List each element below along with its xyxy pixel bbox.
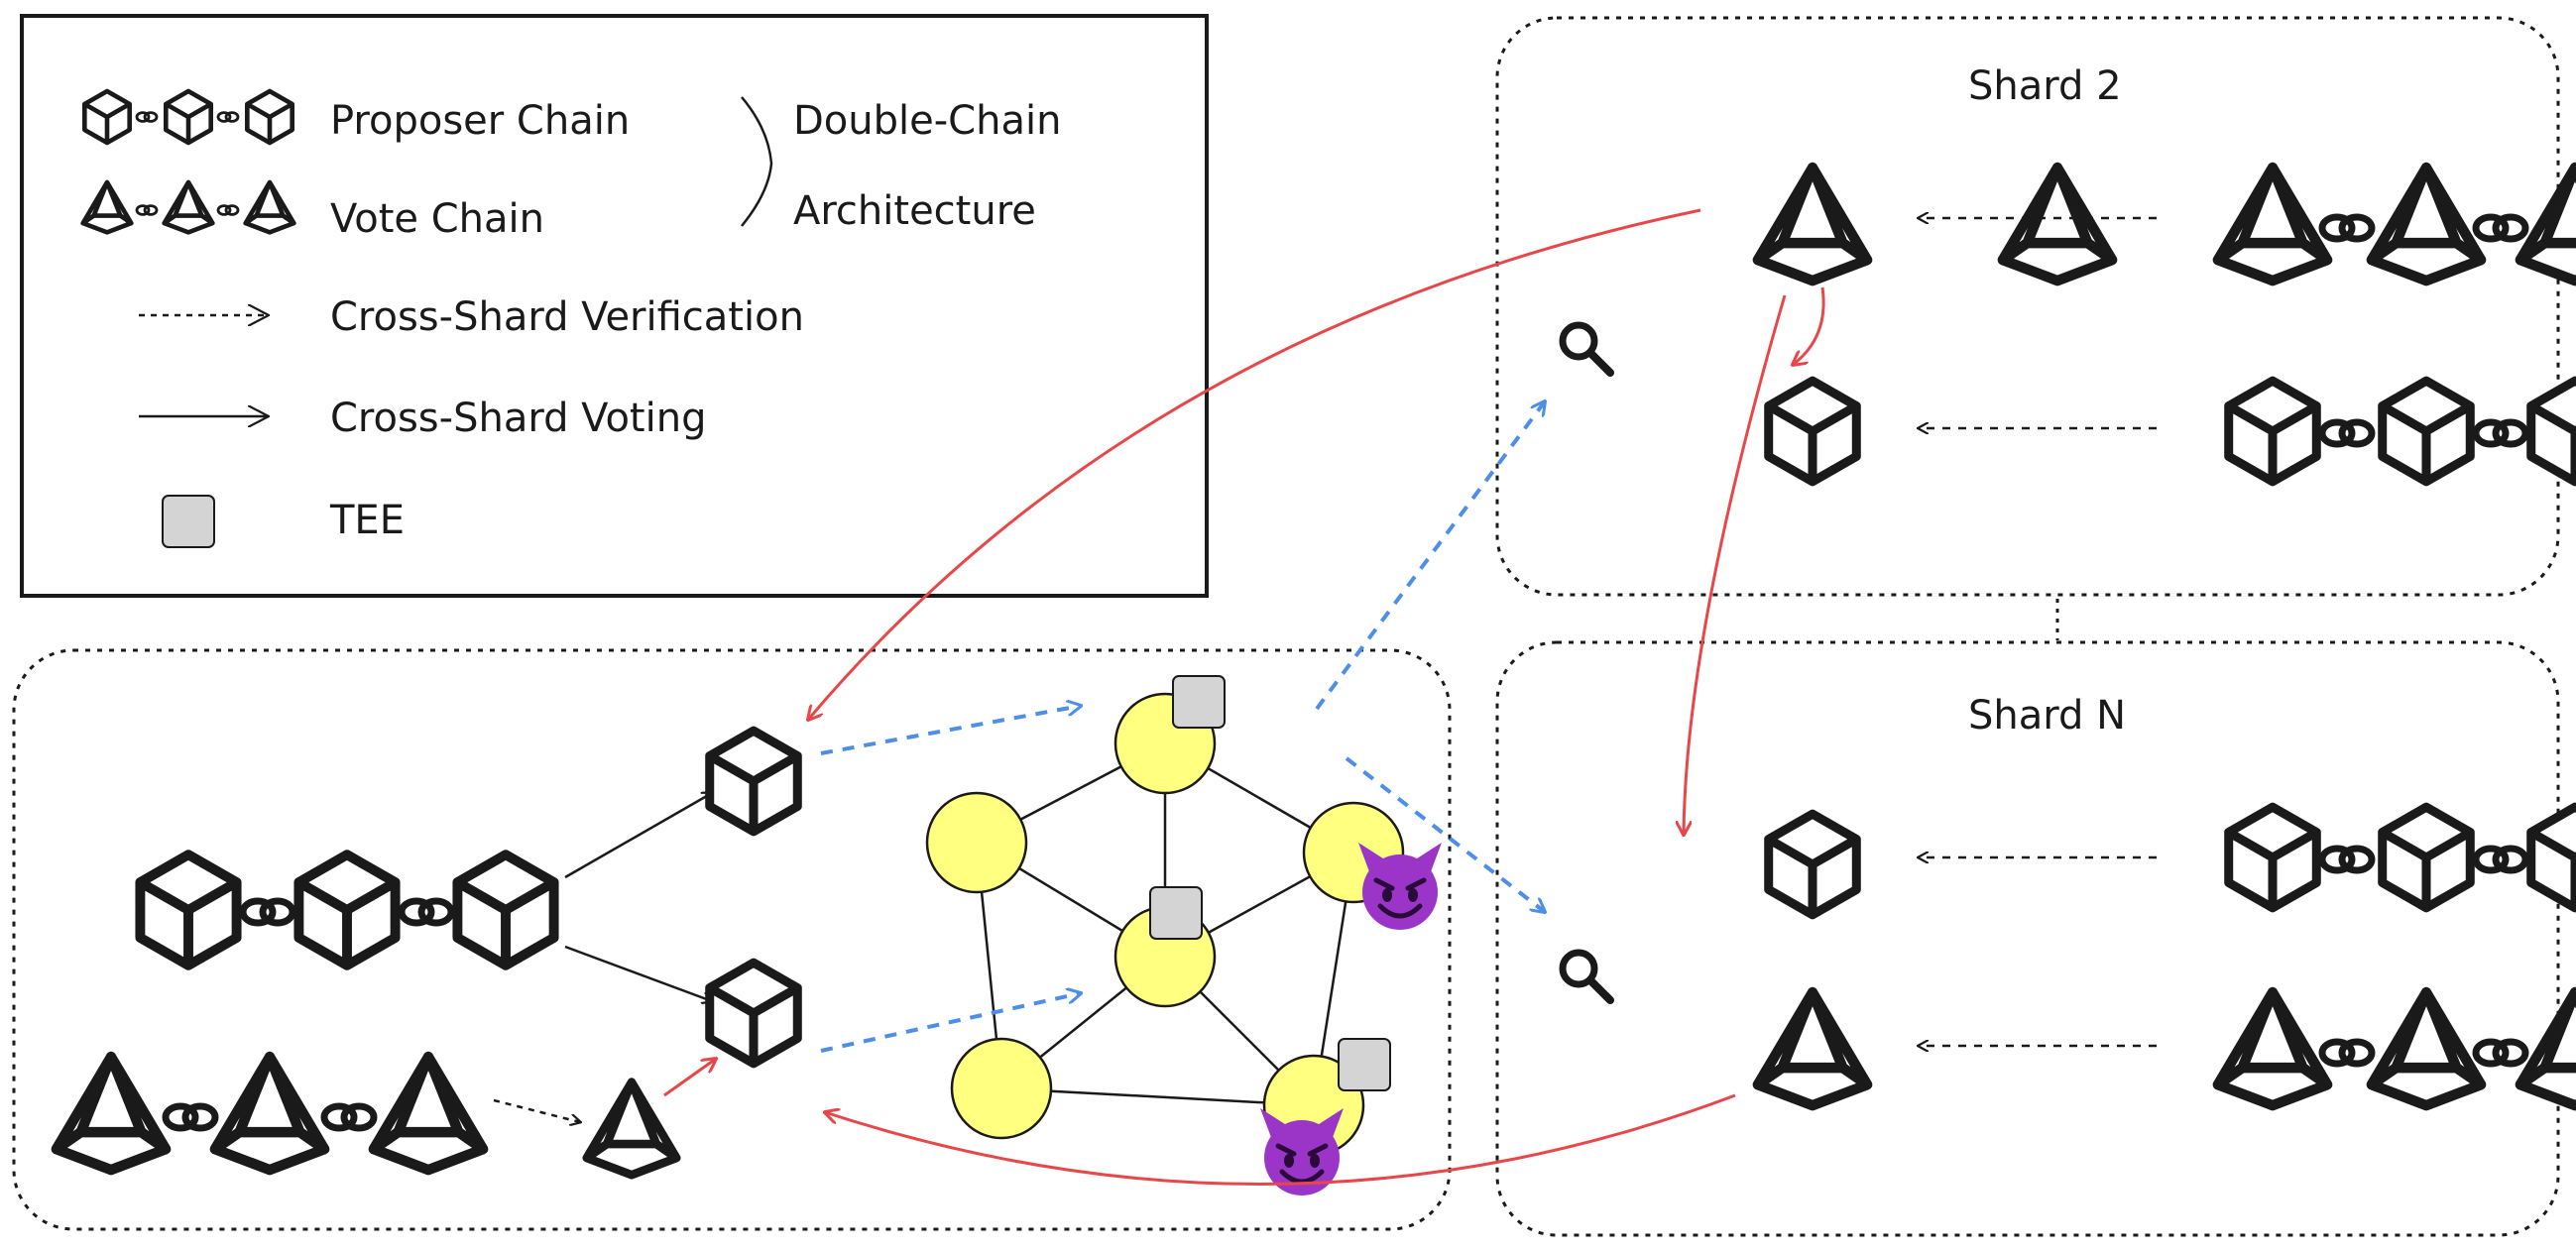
legend-vote-chain-label: Vote Chain: [330, 196, 544, 242]
legend-tee-label: TEE: [329, 498, 405, 543]
shard-n-vote-chain: [1758, 992, 2576, 1105]
local-vote-block-icon: [587, 1082, 676, 1176]
local-proposer-chain: [140, 854, 553, 966]
chain-link-icon: [324, 1106, 374, 1128]
pyramid-icon: [1758, 992, 1867, 1105]
tee-square-icon: [1338, 1038, 1391, 1091]
verification-arrow-lower: [820, 993, 1081, 1053]
pyramid-icon: [374, 1057, 483, 1170]
shard-2-vote-block-icon: [1758, 168, 1867, 281]
chain-link-icon: [2476, 1042, 2525, 1064]
chain-link-icon: [2322, 1042, 2372, 1064]
vote-to-proposer-red-arrow: [663, 1059, 716, 1097]
legend-frame: [20, 14, 1209, 598]
tee-square-icon: [1172, 675, 1226, 729]
committee-node: [925, 791, 1028, 894]
cube-icon: [1769, 814, 1857, 915]
cube-icon: [457, 854, 553, 966]
cube-icon: [2229, 381, 2317, 482]
chain-link-icon: [2476, 422, 2525, 444]
devil-face-icon: [1358, 843, 1442, 930]
chain-link-icon: [2322, 849, 2372, 870]
local-shard-box: [12, 648, 1452, 1231]
local-proposer-block-b-icon: [710, 963, 798, 1064]
cube-icon: [2383, 381, 2471, 482]
legend-proposer-chain-label: Proposer Chain: [330, 98, 630, 144]
legend-brace: [741, 96, 773, 227]
cube-icon: [1769, 381, 1857, 482]
legend-tee-icon: [162, 495, 215, 548]
chain-link-icon: [243, 901, 293, 923]
chain-link-icon: [2476, 849, 2525, 870]
legend-double-chain-line1: Double-Chain: [793, 98, 1061, 144]
pyramid-icon: [2520, 168, 2576, 281]
shard-2-magnifier-icon: [1563, 325, 1610, 373]
legend-cross-shard-verification-label: Cross-Shard Verification: [330, 294, 804, 340]
shard-2-proposer-chain: [1769, 381, 2576, 482]
shard-2-box: [1495, 16, 2560, 597]
cube-icon: [2229, 807, 2317, 908]
chain-link-icon: [2322, 422, 2372, 444]
shard-n-box: [1495, 640, 2560, 1237]
local-proposer-block-a-icon: [710, 731, 798, 832]
committee-graph: [925, 675, 1442, 1195]
shard-n-magnifier-icon: [1563, 953, 1610, 1000]
cube-icon: [140, 854, 236, 966]
legend-cross-shard-voting-label: Cross-Shard Voting: [330, 396, 706, 441]
legend-double-chain-line2: Architecture: [793, 188, 1036, 234]
shard-2-to-shard-n-red-arrow: [1684, 294, 1787, 835]
legend: Proposer Chain Vote Chain Double-Chain A…: [20, 14, 1209, 598]
local-vote-chain: [57, 1057, 483, 1170]
tee-square-icon: [1149, 886, 1203, 940]
shard-2-title: Shard 2: [1968, 63, 2122, 109]
voting-arrow-upper: [564, 793, 712, 879]
chain-link-icon: [402, 901, 451, 923]
shard-2-to-local-red-arrow: [808, 208, 1701, 720]
shard-2-vote-to-proposer-red-arrow: [1793, 286, 1825, 365]
chain-link-icon: [2476, 217, 2525, 239]
committee-node: [950, 1037, 1053, 1140]
cube-icon: [2383, 807, 2471, 908]
shard-2-vote-chain: [2003, 168, 2576, 281]
pyramid-icon: [2372, 168, 2481, 281]
verification-arrow-upper: [820, 706, 1081, 755]
voting-arrow-lower: [564, 945, 712, 1001]
shard-n-title: Shard N: [1968, 693, 2126, 739]
cube-icon: [2531, 381, 2576, 482]
pyramid-icon: [2218, 992, 2327, 1105]
chain-link-icon: [2322, 217, 2372, 239]
shard-n-to-local-red-arrow: [825, 1093, 1736, 1186]
vote-chain-to-block-arrow: [493, 1098, 580, 1122]
pyramid-icon: [215, 1057, 324, 1170]
pyramid-icon: [2520, 992, 2576, 1105]
shard-n-proposer-chain: [1769, 807, 2576, 915]
pyramid-icon: [2372, 992, 2481, 1105]
pyramid-icon: [2218, 168, 2327, 281]
chain-link-icon: [166, 1106, 215, 1128]
pyramid-icon: [57, 1057, 166, 1170]
pyramid-icon: [2003, 168, 2112, 281]
legend-proposer-chain-icon: [84, 91, 292, 143]
cube-icon: [2531, 807, 2576, 908]
cube-icon: [298, 854, 395, 966]
